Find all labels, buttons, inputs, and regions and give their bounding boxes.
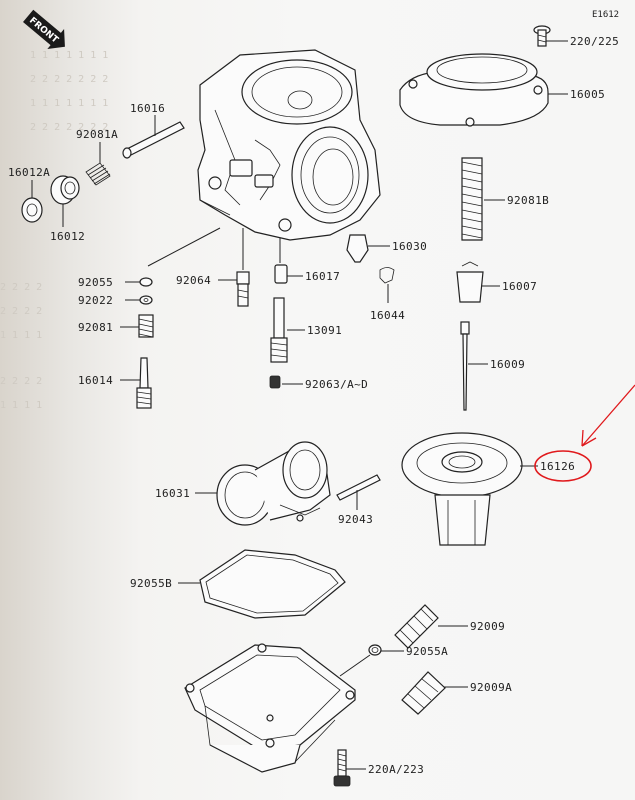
part-16044-clip: 16044 <box>370 267 405 322</box>
label-16017: 16017 <box>305 270 340 283</box>
label-92064: 92064 <box>176 274 211 287</box>
label-16031: 16031 <box>155 487 190 500</box>
highlight-circle <box>534 450 592 482</box>
label-92022: 92022 <box>78 294 113 307</box>
svg-text:1 1 1 1 1 1 1: 1 1 1 1 1 1 1 <box>30 50 108 61</box>
label-16007: 16007 <box>502 280 537 293</box>
part-92009-screw: 92009 <box>394 604 505 649</box>
part-92055A-oring: 92055A <box>368 644 448 658</box>
part-16014-screw: 16014 <box>78 357 152 409</box>
part-16016-shaft: 16016 <box>122 102 185 159</box>
label-16044: 16044 <box>370 309 405 322</box>
svg-text:2 2 2 2: 2 2 2 2 <box>0 376 42 387</box>
label-13091: 13091 <box>307 324 342 337</box>
highlight-arrowhead-icon <box>581 429 597 447</box>
svg-text:2 2 2 2 2 2 2: 2 2 2 2 2 2 2 <box>30 74 108 85</box>
body-jet-leader <box>147 227 221 267</box>
part-92081A-spring: 92081A <box>76 128 118 186</box>
part-92055B-gasket: 92055B <box>130 549 346 619</box>
part-16030-float-valve: 16030 <box>346 234 427 263</box>
part-92055-oring: 92055 <box>78 276 153 289</box>
part-92081-spring: 92081 <box>78 314 154 338</box>
part-16007-holder: 16007 <box>456 261 537 303</box>
label-16005: 16005 <box>570 88 605 101</box>
svg-text:1 1 1 1: 1 1 1 1 <box>0 330 42 341</box>
carburetor-body <box>197 49 381 241</box>
label-16016: 16016 <box>130 102 165 115</box>
part-92009A-screw: 92009A <box>401 671 512 715</box>
label-16012A: 16012A <box>8 166 50 179</box>
part-92081B-spring: 92081B <box>461 157 549 241</box>
label-92081: 92081 <box>78 321 113 334</box>
label-92043: 92043 <box>338 513 373 526</box>
label-220A-223: 220A/223 <box>368 763 424 776</box>
svg-text:2 2 2 2: 2 2 2 2 <box>0 282 42 293</box>
part-92064-jet: 92064 <box>176 271 250 307</box>
label-16014: 16014 <box>78 374 113 387</box>
label-92081B: 92081B <box>507 194 549 207</box>
bowl-oring-leader <box>339 654 371 677</box>
label-16126: 16126 <box>540 460 575 473</box>
label-16009: 16009 <box>490 358 525 371</box>
label-92081A: 92081A <box>76 128 118 141</box>
svg-text:1 1 1 1: 1 1 1 1 <box>0 400 42 411</box>
part-220A-223-bolt: 220A/223 <box>333 749 424 787</box>
part-92043-pin: 92043 <box>336 474 381 526</box>
bleed-through-text: 1 1 1 1 1 1 1 2 2 2 2 2 2 2 1 1 1 1 1 1 … <box>0 50 108 411</box>
label-16030: 16030 <box>392 240 427 253</box>
document-id: E1612 <box>592 10 619 20</box>
part-16009-needle: 16009 <box>460 321 525 411</box>
label-92009A: 92009A <box>470 681 512 694</box>
part-16126-diaphragm: 16126 <box>401 432 575 546</box>
part-16031-assembly: 16031 <box>155 441 331 526</box>
highlight-annotation <box>534 384 635 482</box>
part-16005-cover: 16005 <box>399 53 605 127</box>
label-92009: 92009 <box>470 620 505 633</box>
part-16012-cap: 16012 <box>50 175 85 243</box>
part-16012A-washer: 16012A <box>8 166 50 223</box>
svg-text:1 1 1 1 1 1 1: 1 1 1 1 1 1 1 <box>30 98 108 109</box>
svg-text:2 2 2 2 2 2 2: 2 2 2 2 2 2 2 <box>30 122 108 133</box>
float-bowl <box>184 643 356 773</box>
label-92055B: 92055B <box>130 577 172 590</box>
front-arrow-icon <box>23 9 65 49</box>
highlight-arrow-icon <box>581 384 635 447</box>
label-92063: 92063/A~D <box>305 378 368 391</box>
part-16017-jet: 16017 <box>274 264 340 284</box>
part-92022-washer: 92022 <box>78 294 153 307</box>
part-220-225-screw: 220/225 <box>533 25 619 48</box>
label-92055A: 92055A <box>406 645 448 658</box>
label-92055: 92055 <box>78 276 113 289</box>
part-13091-needle-jet: 13091 <box>270 297 342 363</box>
part-92063-main-jet: 92063/A~D <box>269 375 368 391</box>
label-16012: 16012 <box>50 230 85 243</box>
label-220-225: 220/225 <box>570 35 619 48</box>
svg-text:2 2 2 2: 2 2 2 2 <box>0 306 42 317</box>
